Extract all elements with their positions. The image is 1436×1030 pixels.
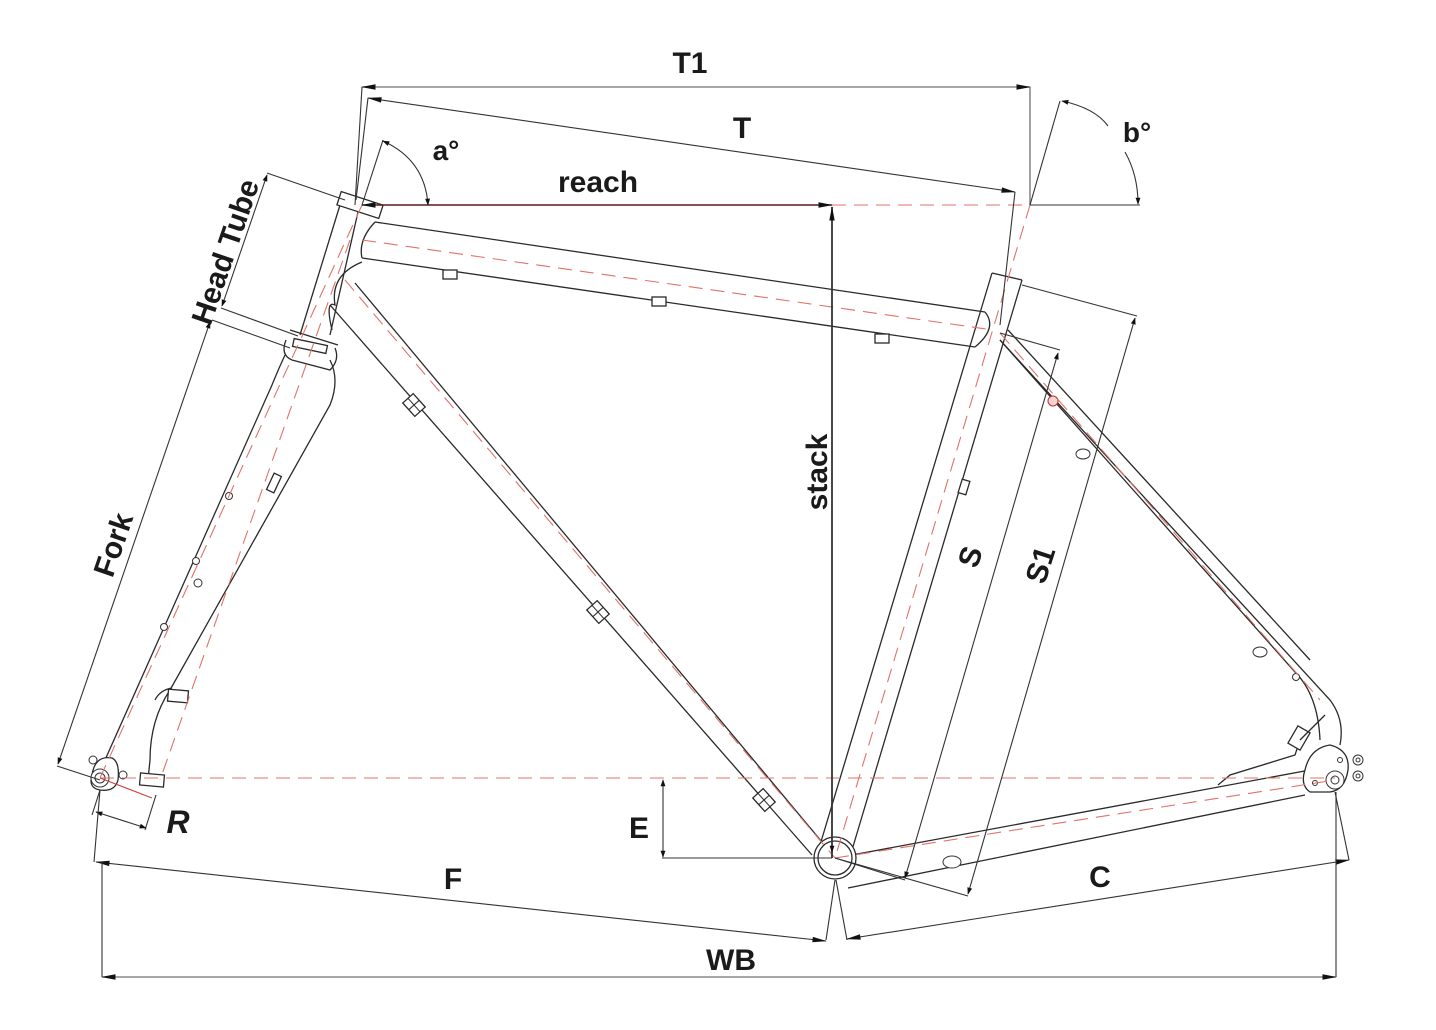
dimension-s1: S1 bbox=[834, 284, 1138, 897]
dimension-s: S bbox=[834, 332, 1061, 881]
down-tube-centerline bbox=[344, 279, 836, 859]
label-b-angle: b° bbox=[1123, 117, 1151, 148]
dimension-t: T bbox=[355, 97, 1016, 326]
down-tube bbox=[328, 261, 823, 856]
dimension-f: F bbox=[93, 789, 836, 943]
label-e: E bbox=[629, 812, 649, 845]
dimension-fork: Fork bbox=[56, 319, 291, 781]
seat-tube-centerline bbox=[834, 204, 1031, 859]
dimension-stack: stack bbox=[801, 206, 835, 858]
seatstay-eyelet bbox=[1047, 395, 1059, 407]
top-tube-centerline bbox=[361, 239, 994, 331]
front-dropout bbox=[88, 755, 128, 791]
fork-tube bbox=[104, 354, 336, 788]
dimension-b-angle: b° bbox=[1029, 99, 1151, 206]
dimension-wb: WB bbox=[101, 792, 1337, 980]
frame bbox=[88, 190, 1364, 889]
cable-guide bbox=[442, 269, 458, 280]
steering-axis bbox=[99, 204, 363, 779]
label-s: S bbox=[952, 542, 990, 571]
dimension-reach: reach bbox=[361, 166, 833, 208]
label-head-tube: Head Tube bbox=[186, 175, 266, 329]
fork-eyelet bbox=[160, 623, 168, 631]
cable-guide bbox=[874, 333, 890, 344]
label-a-angle: a° bbox=[433, 135, 460, 166]
chain-stay-centerline bbox=[834, 779, 1336, 859]
head-tube bbox=[283, 190, 384, 371]
label-t: T bbox=[733, 112, 751, 145]
chain-stay bbox=[847, 714, 1326, 889]
label-f: F bbox=[444, 863, 462, 896]
label-r: R bbox=[166, 804, 189, 840]
seat-tube bbox=[819, 272, 1023, 851]
label-wb: WB bbox=[706, 944, 756, 977]
dimension-e: E bbox=[629, 779, 832, 859]
label-t1: T1 bbox=[672, 47, 707, 80]
dimension-a-angle: a° bbox=[361, 135, 460, 206]
dimension-head-tube: Head Tube bbox=[186, 172, 346, 337]
fork-eyelet bbox=[193, 578, 203, 588]
fork-eyelet bbox=[192, 557, 200, 565]
cable-guide bbox=[651, 296, 667, 307]
label-stack: stack bbox=[801, 433, 834, 510]
rear-dropout bbox=[1302, 744, 1364, 793]
label-s1: S1 bbox=[1020, 543, 1063, 588]
label-c: C bbox=[1089, 861, 1111, 894]
centerlines bbox=[99, 204, 1336, 859]
label-fork: Fork bbox=[88, 509, 140, 582]
dimension-t1: T1 bbox=[354, 47, 1031, 206]
dimension-r: R bbox=[91, 777, 190, 840]
label-reach: reach bbox=[558, 166, 638, 199]
dimension-c: C bbox=[835, 791, 1350, 941]
